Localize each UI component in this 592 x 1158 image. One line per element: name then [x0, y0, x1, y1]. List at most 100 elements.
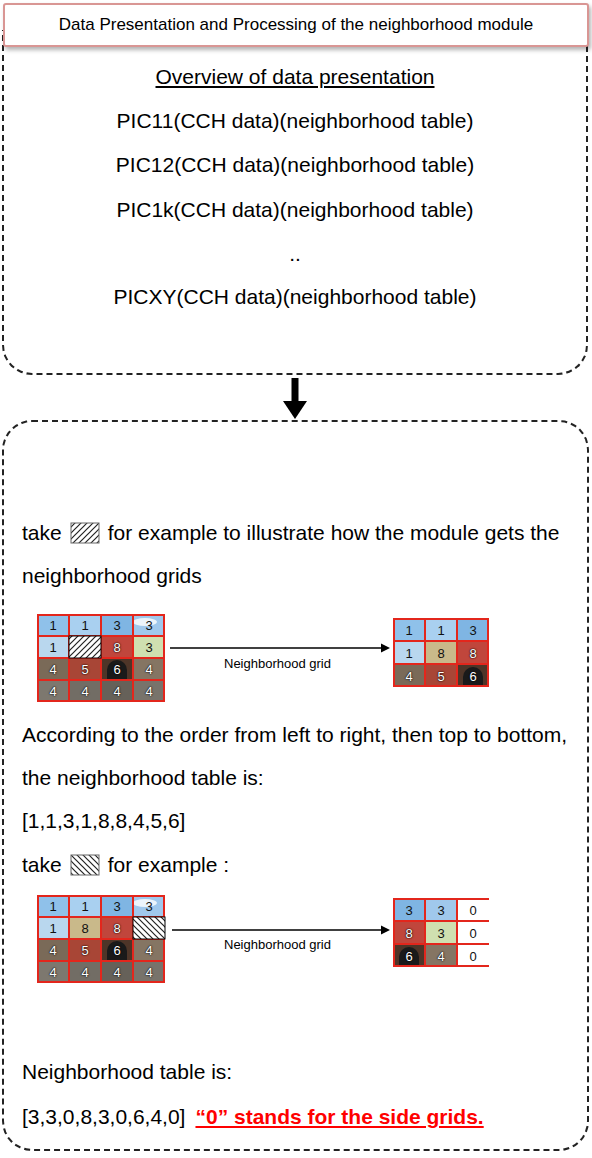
- cell-number: 1: [405, 622, 412, 637]
- hatch-icon: [70, 515, 100, 537]
- cell-number: 5: [81, 943, 88, 958]
- text-group: According to the order from left to righ…: [22, 713, 577, 799]
- text-group: takefor example to illustrate how the mo…: [22, 511, 577, 597]
- cell-number: 1: [49, 618, 56, 633]
- body-text: According to the order from left to righ…: [22, 723, 567, 789]
- cell-number: 3: [437, 925, 444, 940]
- title-box: Data Presentation and Processing of the …: [3, 3, 589, 47]
- photo-cell: [425, 641, 457, 664]
- cell-number: 8: [81, 921, 88, 936]
- cell-number: 8: [469, 645, 476, 660]
- arrow-head: [381, 644, 390, 653]
- cell-number: 4: [81, 684, 88, 699]
- text-group: Overview of data presentation: [4, 63, 586, 91]
- cell-number: 4: [81, 684, 88, 699]
- body-text: Neighborhood table is:: [22, 1060, 232, 1083]
- cell-number: 3: [405, 902, 412, 917]
- photo-cell: [393, 898, 425, 921]
- cell-number: 4: [49, 684, 56, 699]
- cell-number: 4: [49, 965, 56, 980]
- cell-number: 5: [81, 662, 88, 677]
- photo-grid: [393, 618, 489, 687]
- cell-number: 3: [145, 899, 152, 914]
- cell-number: 4: [113, 684, 120, 699]
- cell-number: 6: [469, 668, 476, 683]
- cell-number: 3: [469, 622, 476, 637]
- cell-number: 4: [49, 662, 56, 677]
- side-cell: [457, 898, 489, 921]
- list-text: PIC12(CCH data)(neighborhood table): [116, 153, 474, 176]
- cell-number: 4: [145, 943, 152, 958]
- cell-number: 1: [437, 622, 444, 637]
- cell-number: 1: [81, 618, 88, 633]
- cell-number: 1: [81, 899, 88, 914]
- cell-number: 1: [49, 921, 56, 936]
- process-arrow: [172, 929, 383, 930]
- cell-number: 3: [145, 640, 152, 655]
- text-group: PIC12(CCH data)(neighborhood table): [4, 151, 586, 179]
- cell-number: 4: [49, 965, 56, 980]
- table-text: “0” stands for the side grids.: [195, 1105, 483, 1128]
- text-group: PIC11(CCH data)(neighborhood table): [4, 107, 586, 135]
- cell-number: 1: [405, 645, 412, 660]
- cell-number: 3: [145, 640, 152, 655]
- photo-cell: [425, 618, 457, 641]
- cell-number: 3: [405, 902, 412, 917]
- cell-number: 6: [469, 668, 476, 683]
- photo-cell: [425, 921, 457, 944]
- photo-cell: [425, 898, 457, 921]
- hatch-icon: [70, 522, 100, 544]
- table-text: [1,1,3,1,8,8,4,5,6]: [22, 809, 185, 832]
- cell-number: 3: [113, 618, 120, 633]
- photo-grid: [37, 614, 165, 702]
- cell-number: 6: [113, 662, 120, 677]
- cell-number: 8: [81, 921, 88, 936]
- cell-number: 4: [113, 965, 120, 980]
- cell-number: 3: [437, 902, 444, 917]
- dashed-panel: Overview of data presentationPIC11(CCH d…: [2, 30, 588, 375]
- cell-number: 1: [49, 921, 56, 936]
- text-group: PIC1k(CCH data)(neighborhood table): [4, 196, 586, 224]
- cell-number: 3: [113, 618, 120, 633]
- cell-number: 1: [437, 622, 444, 637]
- cell-number: 8: [405, 925, 412, 940]
- body-text: for example :: [108, 853, 229, 876]
- side-cell: [457, 921, 489, 944]
- cell-number: 4: [145, 965, 152, 980]
- cell-number: 5: [81, 943, 88, 958]
- cell-number: 0: [469, 948, 476, 963]
- photo-cell: [393, 944, 425, 967]
- grid-lines: [393, 618, 489, 687]
- arch: [463, 667, 483, 687]
- dashed-panel: takefor example to illustrate how the mo…: [2, 420, 589, 1151]
- list-text: PIC1k(CCH data)(neighborhood table): [116, 198, 473, 221]
- cell-number: 1: [49, 899, 56, 914]
- cell-number: 0: [469, 902, 476, 917]
- cell-number: 8: [113, 640, 120, 655]
- cell-number: 3: [469, 622, 476, 637]
- cell-number: 8: [437, 645, 444, 660]
- cell-number: 3: [145, 899, 152, 914]
- cell-number: 4: [81, 965, 88, 980]
- photo-cell: [457, 641, 489, 664]
- cell-number: 0: [469, 902, 476, 917]
- cell-number: 4: [145, 943, 152, 958]
- cell-number: 4: [145, 965, 152, 980]
- text-group: ..: [4, 240, 586, 268]
- cell-number: 4: [49, 943, 56, 958]
- list-text: PIC11(CCH data)(neighborhood table): [117, 109, 474, 132]
- process-arrow: [170, 647, 383, 648]
- cell-number: 4: [49, 662, 56, 677]
- text-group: Neighborhood grid: [224, 937, 331, 953]
- cell-number: 4: [81, 965, 88, 980]
- cell-number: 1: [81, 899, 88, 914]
- arch: [399, 947, 419, 967]
- cell-number: 4: [49, 684, 56, 699]
- cell-number: 8: [405, 925, 412, 940]
- body-text: take: [22, 521, 62, 544]
- list-text: ..: [289, 242, 301, 265]
- cell-number: 6: [113, 943, 120, 958]
- photo-grid: [393, 898, 489, 967]
- cell-number: 6: [405, 948, 412, 963]
- cell-number: 4: [437, 948, 444, 963]
